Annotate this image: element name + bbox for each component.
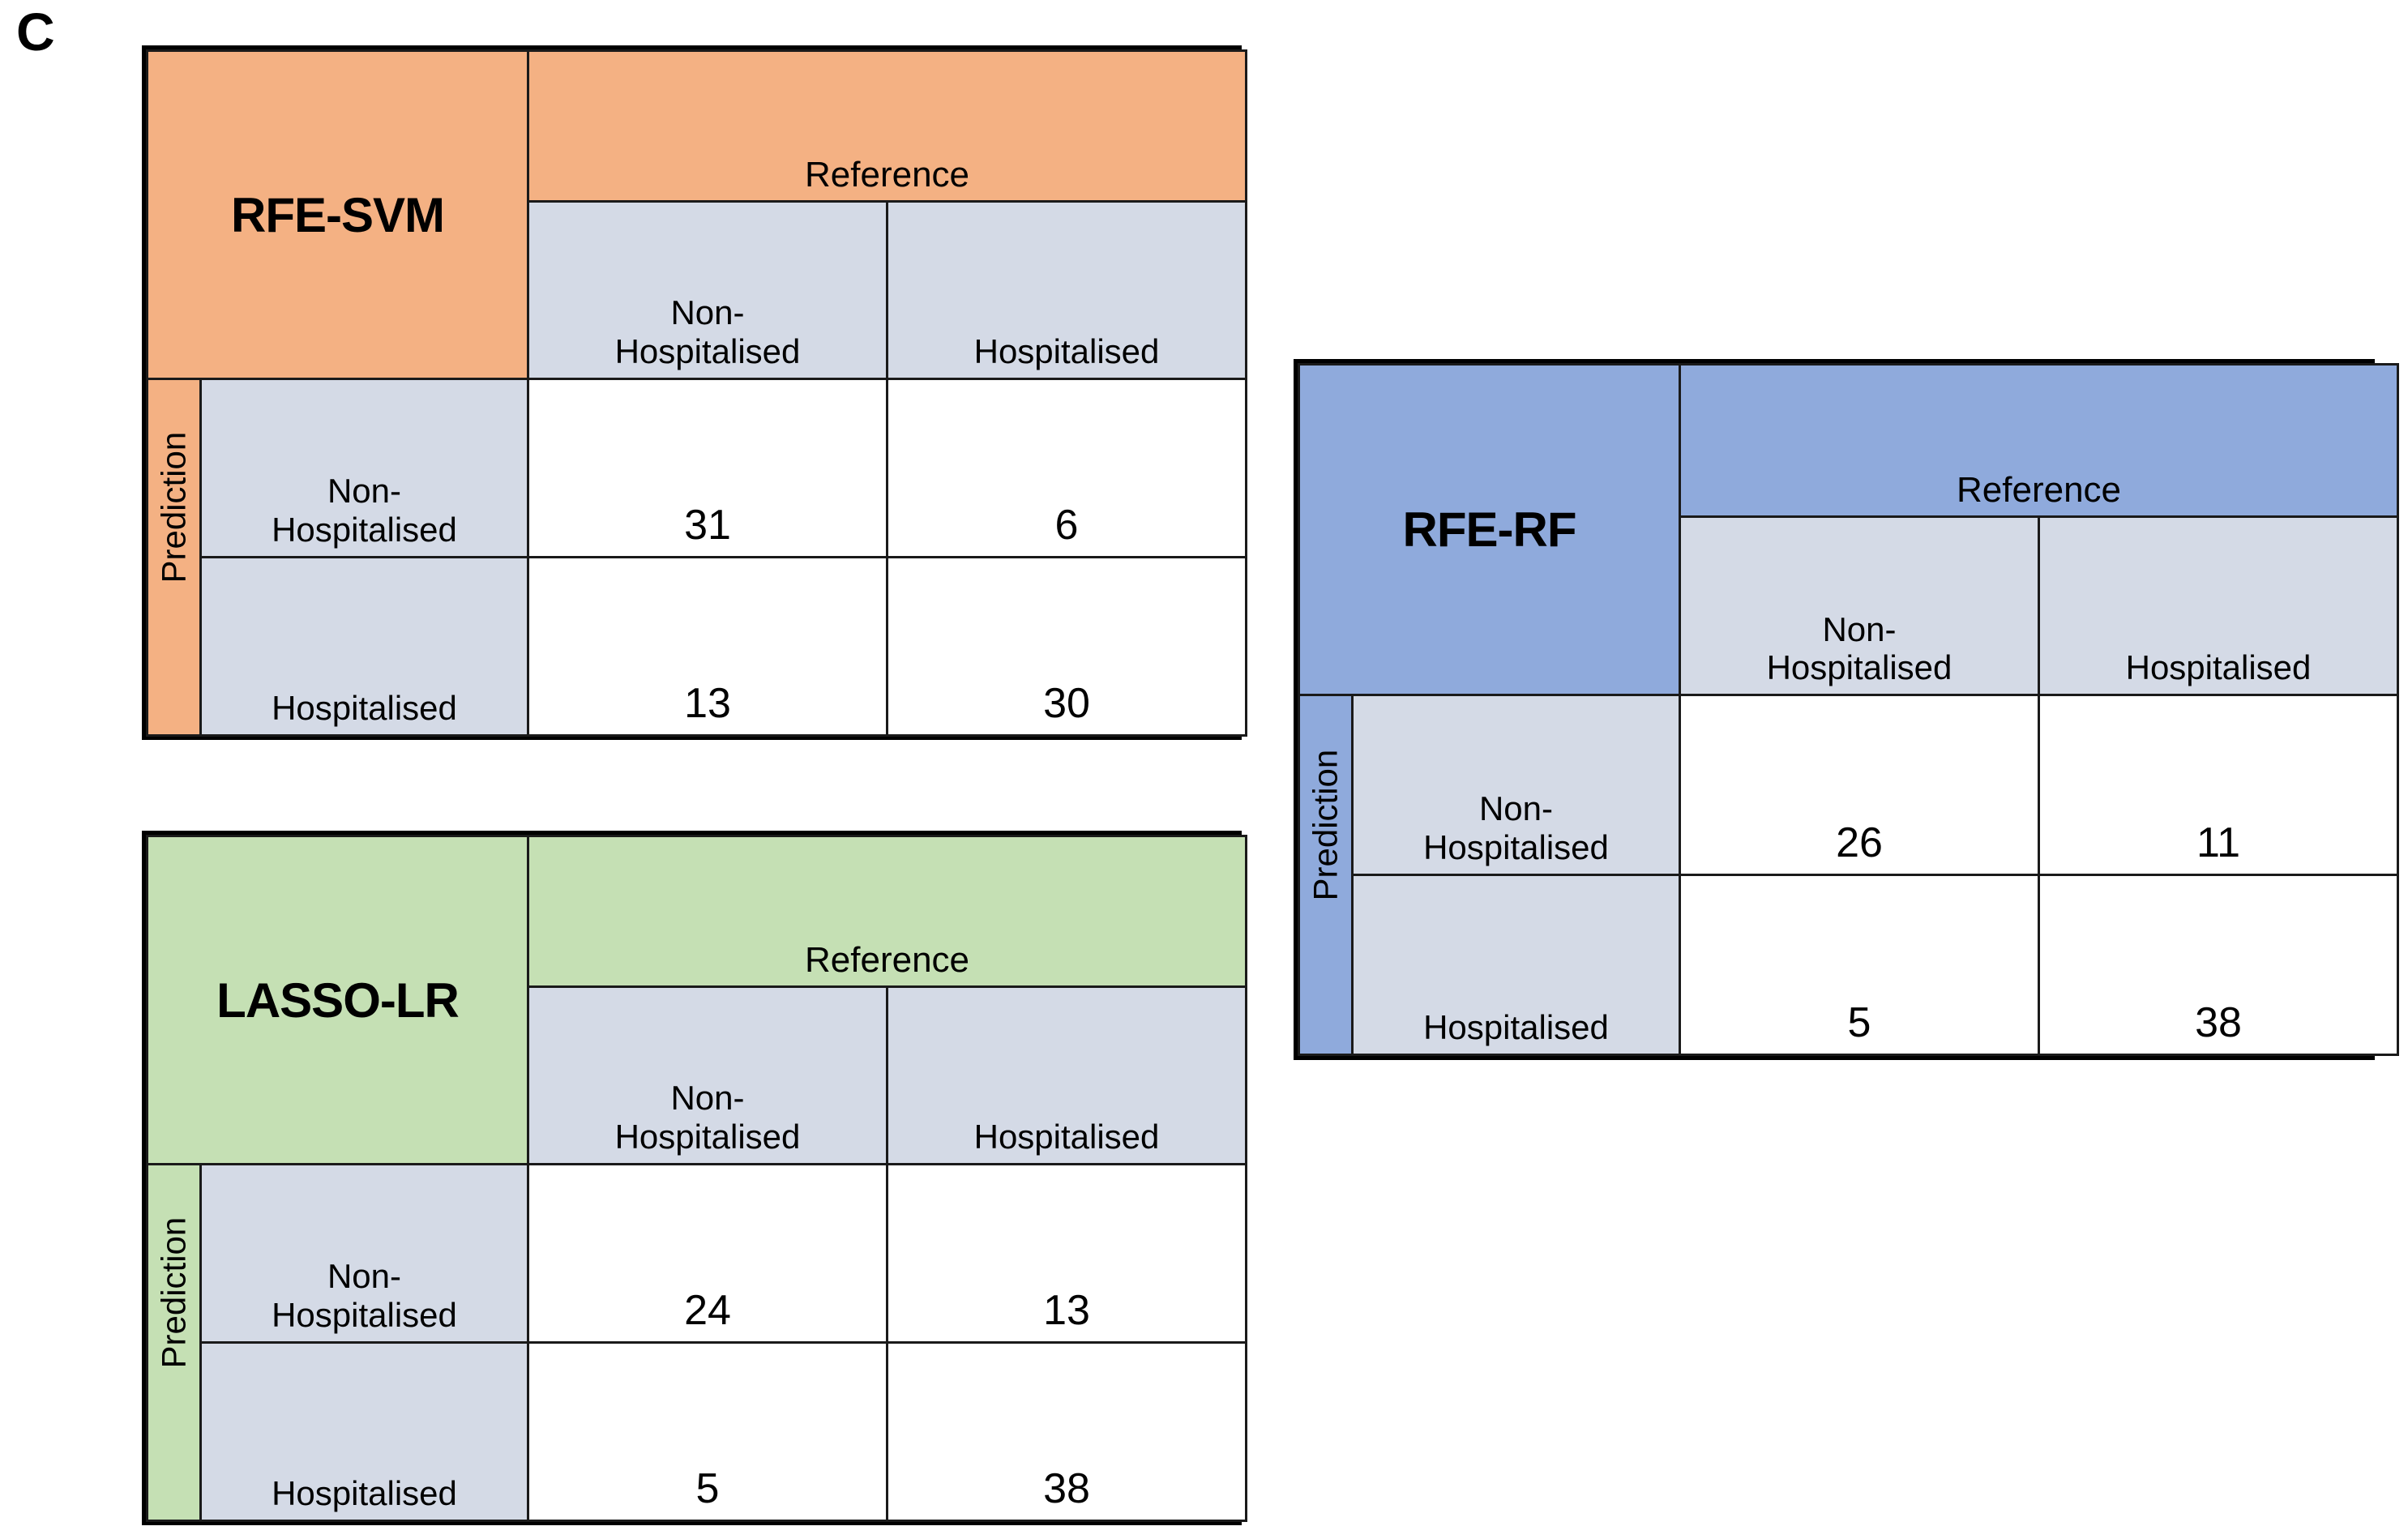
confusion-matrix-rfe-svm: RFE-SVM Reference Non- Hospitalised Hosp… [142,45,1248,740]
table-row: Non- Hospitalised Hospitalised [1299,515,2400,697]
table-row: RFE-RF Reference [1298,362,2400,697]
prediction-axis-label-text: Prediction [1306,749,1345,901]
table-row: Prediction Non- Hospitalised 24 13 [146,1163,1248,1522]
column-header-line1: Non- [670,293,745,332]
prediction-axis-label: Prediction [146,1163,202,1522]
cell-value: 31 [527,378,888,558]
cell-value: 30 [885,556,1248,737]
table-row: Prediction Non- Hospitalised 26 11 [1298,694,2400,1056]
row-header-hospitalised: Hospitalised [1351,874,1681,1056]
table-row: Non- Hospitalised Hospitalised [148,200,1248,380]
table-row: Hospitalised 13 30 [148,556,1248,737]
prediction-axis-label: Prediction [146,378,202,737]
table-row: RFE-SVM Reference [146,49,1248,380]
column-header-non-hospitalised: Non- Hospitalised [527,985,888,1165]
column-header-line2: Hospitalised [614,332,801,371]
column-header-line1: Non- [1822,609,1897,648]
row-header-non-hospitalised: Non- Hospitalised [1351,694,1681,877]
table-row: LASSO-LR Reference [146,835,1248,1165]
model-title: LASSO-LR [146,835,529,1165]
cell-value: 26 [1679,694,2040,877]
row-header-line1: Non- [1478,789,1554,828]
table-row: Hospitalised 5 38 [1299,874,2400,1056]
confusion-matrix-rfe-rf: RFE-RF Reference Non- Hospitalised Hospi… [1294,359,2400,1060]
row-header-non-hospitalised: Non- Hospitalised [199,1163,529,1344]
reference-header: Reference [526,49,1248,203]
row-header-line2: Hospitalised [272,511,457,549]
cell-value: 6 [885,378,1248,558]
prediction-axis-label-text: Prediction [154,431,193,583]
cell-value: 24 [527,1163,888,1344]
prediction-axis-label-text: Prediction [154,1216,193,1368]
cell-value: 38 [885,1341,1248,1522]
column-header-hospitalised: Hospitalised [885,200,1248,380]
confusion-matrix-table: RFE-RF Reference Non- Hospitalised Hospi… [1298,362,2400,1056]
column-header-line2: Hospitalised [614,1118,801,1156]
row-header-line2: Hospitalised [1423,828,1609,867]
cell-value: 5 [1679,874,2040,1056]
model-title: RFE-RF [1298,362,1681,697]
column-header-non-hospitalised: Non- Hospitalised [527,200,888,380]
column-header-line1: Non- [670,1079,745,1118]
prediction-axis-label: Prediction [1298,694,1354,1056]
column-header-hospitalised: Hospitalised [885,985,1248,1165]
table-row: Hospitalised 5 38 [148,1341,1248,1522]
row-header-line1: Non- [327,472,402,511]
cell-value: 38 [2037,874,2400,1056]
confusion-matrix-lasso-lr: LASSO-LR Reference Non- Hospitalised Hos… [142,831,1248,1525]
column-header-non-hospitalised: Non- Hospitalised [1679,515,2040,697]
confusion-matrix-table: RFE-SVM Reference Non- Hospitalised Hosp… [146,49,1248,737]
row-header-line2: Hospitalised [272,1296,457,1335]
cell-value: 13 [527,556,888,737]
cell-value: 11 [2037,694,2400,877]
row-header-hospitalised: Hospitalised [199,556,529,737]
reference-header: Reference [1678,363,2400,518]
cell-value: 13 [885,1163,1248,1344]
confusion-matrix-table: LASSO-LR Reference Non- Hospitalised Hos… [146,835,1248,1522]
column-header-hospitalised: Hospitalised [2037,515,2400,697]
table-row: Prediction Non- Hospitalised 31 6 [146,378,1248,737]
reference-header: Reference [526,835,1248,988]
row-header-line1: Non- [327,1257,402,1296]
table-row: Non- Hospitalised Hospitalised [148,985,1248,1165]
row-header-non-hospitalised: Non- Hospitalised [199,378,529,558]
column-header-line2: Hospitalised [1766,648,1952,687]
panel-letter: C [16,2,55,62]
row-header-hospitalised: Hospitalised [199,1341,529,1522]
cell-value: 5 [527,1341,888,1522]
model-title: RFE-SVM [146,49,529,380]
